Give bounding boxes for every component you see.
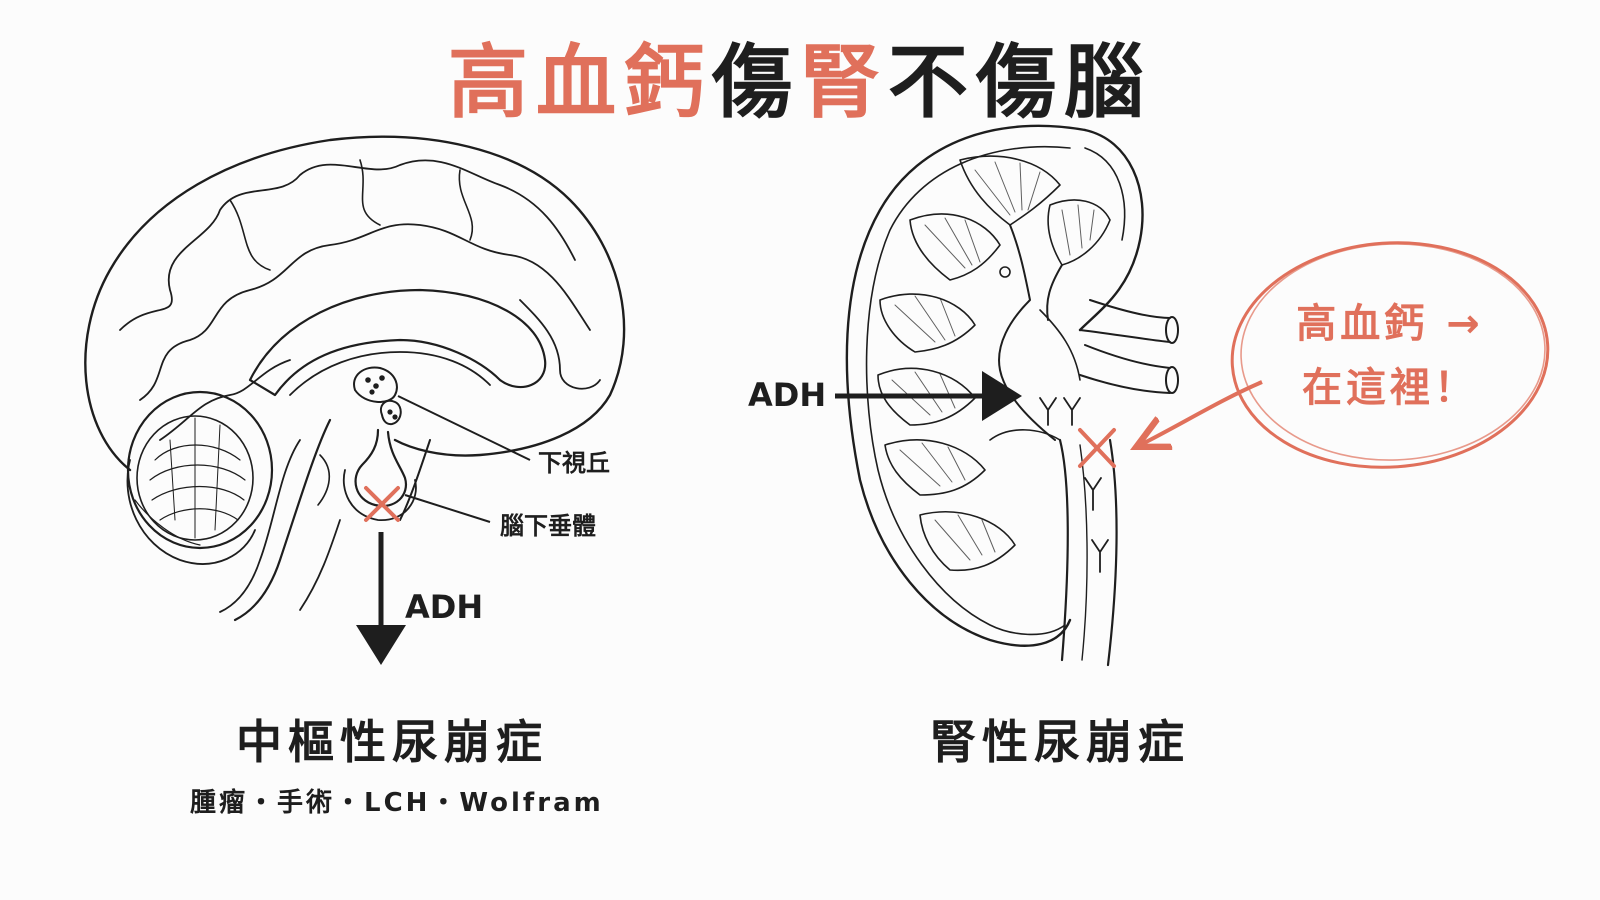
hypothalamus-leader-line [397, 395, 531, 461]
collecting-duct-block-mark [1078, 428, 1116, 468]
nephrogenic-di-caption: 腎性尿崩症 [930, 715, 1190, 769]
callout-line-1: 高血鈣 → [1296, 301, 1484, 347]
central-di-caption: 中樞性尿崩症 [236, 715, 548, 769]
hypothalamus-label: 下視丘 [538, 449, 610, 477]
pituitary-block-mark [364, 486, 400, 522]
page-title: 高血鈣傷腎不傷腦 [0, 18, 1600, 134]
kidney-adh-label: ADH [748, 376, 827, 414]
central-di-causes: 腫瘤・手術・LCH・Wolfram [190, 788, 604, 818]
title-segment-4: 不傷腦 [888, 36, 1152, 129]
pituitary-label: 腦下垂體 [500, 512, 596, 540]
title-segment-2: 傷 [712, 36, 800, 129]
callout-line-2: 在這裡！ [1302, 365, 1478, 411]
callout-bubble [1230, 241, 1550, 469]
pituitary-leader-line [404, 494, 491, 523]
callout-text: 高血鈣 → 在這裡！ [1240, 292, 1540, 420]
callout-pointer-arrow [1140, 380, 1263, 445]
title-segment-1: 高血鈣 [448, 36, 712, 129]
brain-illustration [84, 135, 626, 622]
brain-adh-label: ADH [405, 588, 484, 626]
title-segment-3: 腎 [800, 36, 888, 129]
kidney-illustration [845, 124, 1179, 667]
